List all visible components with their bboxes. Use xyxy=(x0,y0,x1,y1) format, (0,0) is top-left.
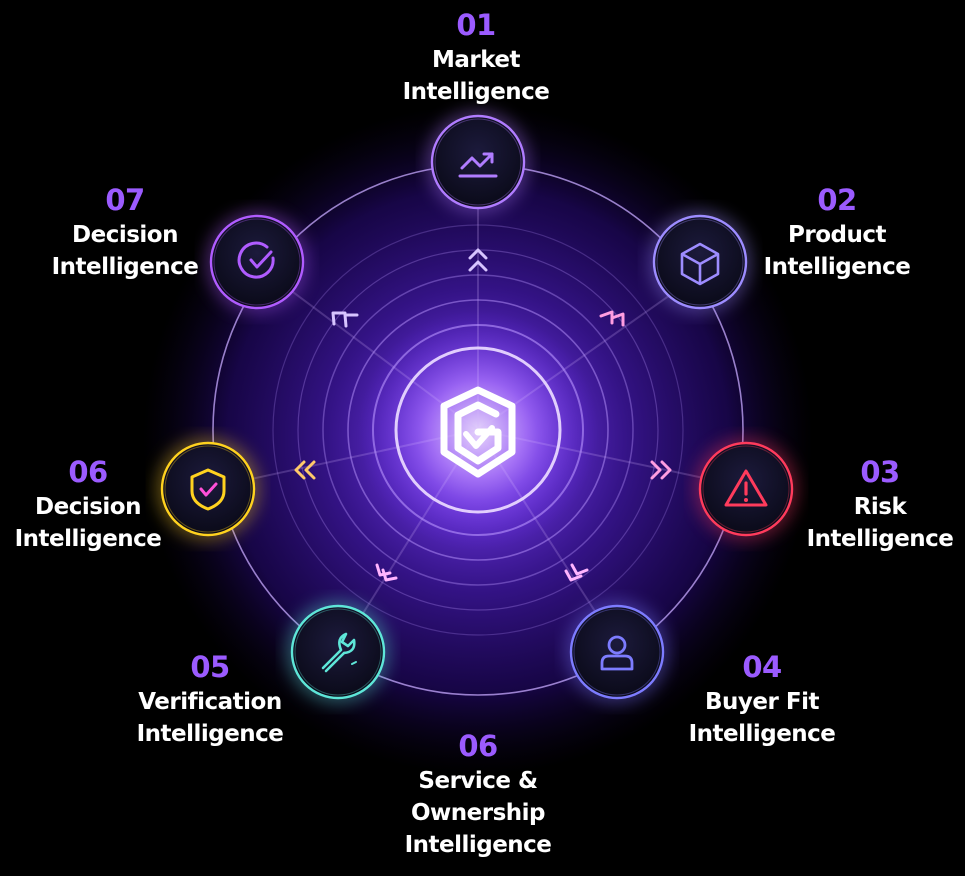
node-number: 02 xyxy=(817,183,857,217)
node-number: 07 xyxy=(105,183,145,217)
direction-arrows xyxy=(294,248,672,582)
shield-check-icon xyxy=(190,468,226,511)
node-decision-shield xyxy=(156,437,260,541)
node-title: Service & Ownership Intelligence xyxy=(404,768,552,858)
arrow-up-left-icon xyxy=(331,311,359,328)
arrow-down-left-icon xyxy=(375,563,398,582)
node-product xyxy=(648,210,752,314)
node-verification xyxy=(286,600,390,704)
node-number: 06 xyxy=(458,729,498,763)
cube-icon xyxy=(680,242,720,286)
node-buyer-fit xyxy=(565,600,669,704)
node-label-decision-shield: 06 Decision Intelligence xyxy=(8,457,168,555)
node-title: Buyer Fit Intelligence xyxy=(688,689,836,747)
node-number: 06 xyxy=(68,455,108,489)
user-icon xyxy=(600,635,634,671)
node-label-market: 01 Market Intelligence xyxy=(396,10,556,108)
trend-up-icon xyxy=(458,152,498,178)
g-shield-check-logo xyxy=(440,386,516,478)
node-number: 04 xyxy=(742,650,782,684)
arrow-up-icon xyxy=(468,248,488,272)
node-title: Decision Intelligence xyxy=(14,494,162,552)
node-title: Risk Intelligence xyxy=(806,494,954,552)
node-number: 05 xyxy=(190,650,230,684)
target-check-icon xyxy=(237,241,275,279)
arrow-left-icon xyxy=(294,460,316,480)
node-decision-target xyxy=(205,210,309,314)
node-title: Verification Intelligence xyxy=(136,689,284,747)
node-label-buyer-fit: 04 Buyer Fit Intelligence xyxy=(682,652,842,750)
node-label-verification: 05 Verification Intelligence xyxy=(125,652,295,750)
node-market xyxy=(426,110,530,214)
node-label-decision-target: 07 Decision Intelligence xyxy=(40,185,210,283)
node-number: 01 xyxy=(456,8,496,42)
node-title: Market Intelligence xyxy=(402,47,550,105)
arrow-right-icon xyxy=(650,460,672,480)
arrow-up-right-icon xyxy=(599,310,625,327)
node-number: 03 xyxy=(860,455,900,489)
node-label-product: 02 Product Intelligence xyxy=(752,185,922,283)
node-risk xyxy=(694,437,798,541)
warning-triangle-icon xyxy=(724,469,768,507)
node-title: Product Intelligence xyxy=(763,222,911,280)
arrow-down-right-icon xyxy=(564,563,589,582)
wrench-icon xyxy=(321,632,357,673)
node-label-service: 06 Service & Ownership Intelligence xyxy=(388,731,568,861)
node-title: Decision Intelligence xyxy=(51,222,199,280)
node-label-risk: 03 Risk Intelligence xyxy=(800,457,960,555)
